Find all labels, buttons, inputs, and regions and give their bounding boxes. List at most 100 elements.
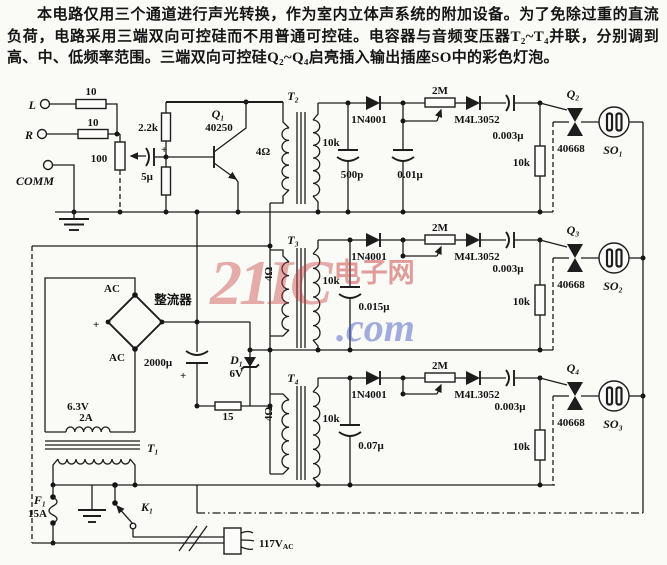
transformer-t3: T₃ 4Ω 10k [263, 233, 340, 350]
triac-q4 [553, 382, 599, 410]
transformer-t1: 6.3V 2A T₁ [45, 401, 159, 485]
transformer-t4: T₄ 4Ω 10k [263, 371, 340, 485]
diode-m4l3052-ch1 [466, 96, 481, 110]
pot-100 [114, 141, 126, 171]
t1-secondary-voltage: 6.3V [67, 401, 89, 413]
capacitor-500p: 500p [336, 103, 364, 212]
transistor-q1 [213, 102, 247, 212]
q1-part-number: 40250 [205, 122, 233, 134]
capacitor-001u: 0.01μ [391, 103, 424, 212]
resistor-10k-gate-ch1 [534, 145, 546, 177]
diode-m4l3052-ch2 [466, 233, 481, 247]
pot-100-value: 100 [91, 153, 108, 165]
diode-1n4001-ch3-label: 1N4001 [351, 389, 386, 401]
so2-label: SO₂ [603, 279, 623, 293]
input-stage: L 10 R 10 100 + 5μ COMM [16, 86, 283, 231]
capacitor-500p-value: 500p [341, 169, 364, 181]
socket-so3 [598, 380, 630, 412]
zener-d1-label: D₁ [229, 353, 243, 367]
capacitor-007u-value: 0.07μ [358, 440, 384, 452]
triac-q3 [553, 244, 599, 272]
socket-so1 [598, 106, 630, 138]
pot-2m-ch1 [424, 97, 456, 108]
capacitor-5u-value: 5μ [141, 171, 154, 183]
diode-1n4001-ch1 [366, 96, 381, 110]
circuit-description-text: 本电路仅用三个通道进行声光转换，作为室内立体声系统的附加设备。为了免除过重的直流… [7, 7, 659, 66]
channel-1: T₂ 4Ω 10k 1N4001 500p 0.01μ [256, 85, 643, 215]
socket-so2 [598, 242, 630, 274]
zener-d1-voltage: 6V [230, 368, 244, 380]
rectifier-label: 整流器 [154, 292, 192, 307]
bridge-rectifier: AC 整流器 + AC [93, 283, 192, 364]
resistor-2k2 [160, 112, 172, 142]
capacitor-0015u: 0.015μ [338, 240, 391, 350]
t3-primary-value: 4Ω [263, 267, 275, 282]
fuse-f1-rating: 15A [28, 508, 47, 520]
capacitor-0003u-ch1: 0.003μ [493, 94, 525, 142]
capacitor-007u: 0.07μ [338, 378, 385, 485]
pot-2m-ch2 [424, 234, 456, 245]
q2-part-number: 40668 [557, 143, 585, 155]
q3-part-number: 40668 [557, 279, 585, 291]
capacitor-0003u-ch1-value: 0.003μ [493, 130, 525, 142]
q3-label: Q₃ [567, 223, 580, 237]
switch-k1: K₁ [112, 482, 153, 537]
t4-primary-value: 4Ω [263, 407, 275, 422]
t1-label: T₁ [147, 441, 159, 455]
ground-symbol-mains [78, 485, 106, 523]
ground-symbol-input [59, 212, 89, 231]
resistor-10k-gate-ch1-value: 10k [513, 157, 531, 169]
t4-secondary-value: 10k [322, 413, 340, 425]
diode-1n4001-ch2-label: 1N4001 [351, 251, 386, 263]
resistor-r-value: 10 [88, 117, 100, 129]
zener-d1: D₁ 6V [229, 322, 260, 406]
diode-1n4001-ch1-label: 1N4001 [351, 114, 386, 126]
diode-m4l3052-ch3-label: M4L3052 [454, 389, 500, 401]
capacitor-0003u-ch3: 0.003μ [495, 369, 527, 413]
resistor-r [77, 128, 109, 140]
terminal-l [39, 98, 51, 110]
capacitor-0003u-ch2-value: 0.003μ [493, 263, 525, 275]
mains-voltage-label: 117VAC [259, 538, 294, 551]
bridge-ac-bottom-label: AC [109, 352, 125, 364]
terminal-r-label: R [24, 128, 33, 142]
diode-m4l3052-ch2-label: M4L3052 [454, 251, 500, 263]
filter-capacitor-value: 2000μ [144, 357, 173, 369]
fuse-f1-label: F₁ [33, 493, 46, 507]
switch-k1-label: K₁ [140, 500, 153, 514]
t4-label: T₄ [287, 371, 299, 385]
capacitor-0015u-value: 0.015μ [359, 301, 391, 313]
t2-primary-value: 4Ω [256, 146, 271, 158]
diode-1n4001-ch2 [366, 233, 381, 247]
t3-label: T₃ [287, 233, 299, 247]
resistor-15 [214, 401, 242, 411]
capacitor-001u-value: 0.01μ [397, 169, 423, 181]
t1-secondary-current: 2A [79, 412, 93, 424]
bridge-ac-top-label: AC [104, 283, 120, 295]
terminal-comm [42, 159, 54, 171]
q4-label: Q₄ [567, 361, 580, 375]
capacitor-0003u-ch3-value: 0.003μ [495, 401, 527, 413]
terminal-comm-label: COMM [16, 174, 54, 188]
power-supply: AC 整流器 + AC + 2000μ D₁ 6V 15 [28, 277, 294, 555]
channel-2: T₃ 4Ω 10k 1N4001 0.015μ 2M [247, 222, 643, 353]
terminal-r [36, 128, 48, 140]
terminal-l-label: L [28, 98, 36, 112]
filter-capacitor-2000u: + 2000μ [144, 322, 209, 406]
so1-label: SO₁ [603, 143, 623, 157]
t2-label: T₂ [287, 89, 299, 103]
diode-m4l3052-ch3 [466, 371, 481, 385]
resistor-10k-gate-ch2-value: 10k [513, 296, 531, 308]
so3-label: SO₃ [603, 417, 623, 431]
mains-cord: 117VAC [32, 525, 294, 555]
fuse-f1: F₁ 15A [28, 485, 58, 543]
pot-2m-ch3-value: 2M [432, 360, 449, 372]
diode-m4l3052-ch1-label: M4L3052 [454, 114, 500, 126]
diode-1n4001-ch3 [366, 371, 381, 385]
q1-label: Q₁ [212, 107, 225, 121]
pot-2m-ch3 [424, 372, 456, 383]
resistor-l-value: 10 [86, 86, 98, 98]
bridge-plus-label: + [93, 319, 99, 331]
channel-3: T₄ 4Ω 10k 1N4001 0.07μ 2M [263, 360, 643, 488]
